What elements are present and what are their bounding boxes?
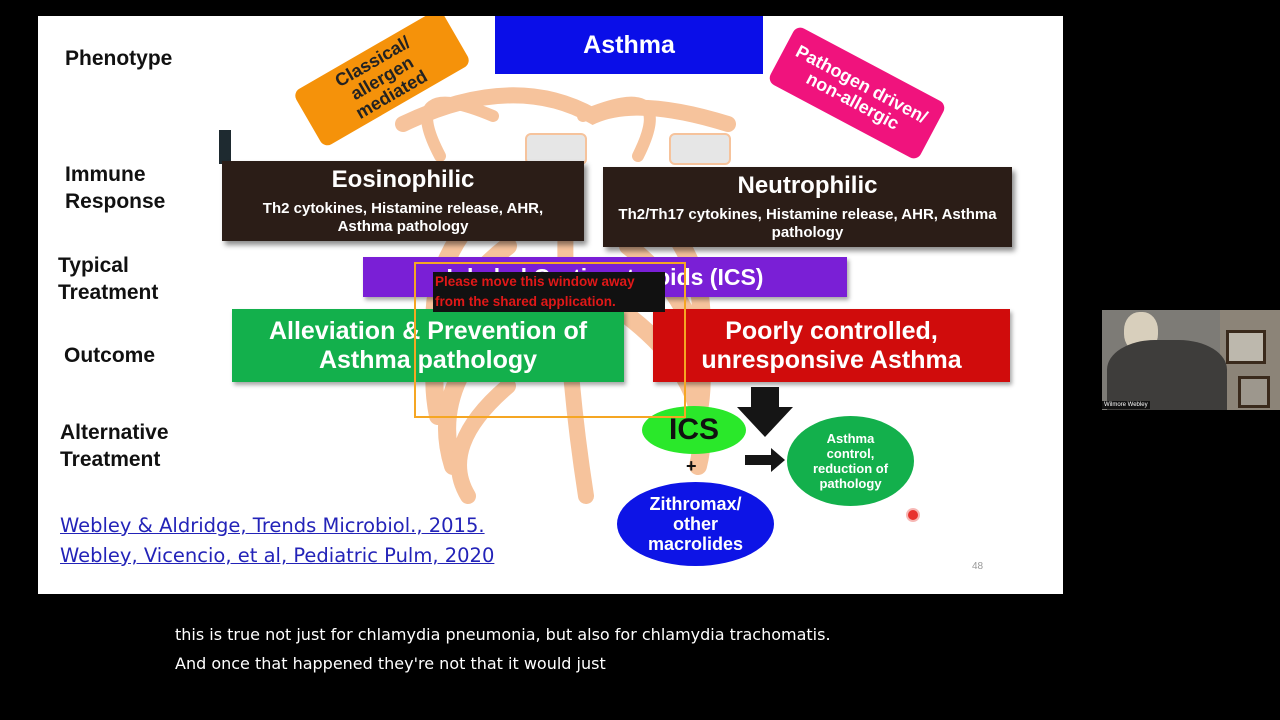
reference-link-2[interactable]: Webley, Vicencio, et al, Pediatric Pulm,… <box>60 544 495 567</box>
eosinophilic-description: Th2 cytokines, Histamine release, AHR, A… <box>262 200 544 235</box>
alternative-treatment-row-label: Alternative Treatment <box>60 421 169 471</box>
share-warning-message: Please move this window away from the sh… <box>433 272 665 312</box>
reference-link-1[interactable]: Webley & Aldridge, Trends Microbiol., 20… <box>60 514 485 537</box>
poor-outcome-box: Poorly controlled, unresponsive Asthma <box>653 309 1010 382</box>
asthma-header-box: Asthma <box>495 16 763 74</box>
poor-outcome-text: Poorly controlled, unresponsive Asthma <box>701 316 962 374</box>
good-outcome-text: Alleviation & Prevention of Asthma patho… <box>268 316 588 374</box>
plus-sign: + <box>686 456 697 476</box>
presentation-slide: Phenotype Immune Response Typical Treatm… <box>38 16 1063 594</box>
laser-pointer-dot <box>906 508 920 522</box>
immune-response-row-label: Immune Response <box>65 163 166 213</box>
caption-line-2: And once that happened they're not that … <box>175 654 606 673</box>
asthma-control-ellipse: Asthma control, reduction of pathology <box>787 416 914 506</box>
asthma-control-text: Asthma control, reduction of pathology <box>812 431 889 491</box>
eosinophilic-title: Eosinophilic <box>331 166 475 193</box>
good-outcome-box: Alleviation & Prevention of Asthma patho… <box>232 309 624 382</box>
cursor-marker <box>219 130 231 164</box>
participant-body-shape <box>1107 340 1227 410</box>
shared-window-outline <box>414 262 686 418</box>
neutrophilic-box: Neutrophilic Th2/Th17 cytokines, Histami… <box>603 167 1012 247</box>
typical-treatment-row-label: Typical Treatment <box>58 254 159 304</box>
participant-name-label: Wilmore Webley <box>1102 401 1150 409</box>
participant-video-tile[interactable]: Wilmore Webley <box>1102 310 1280 410</box>
ics-ellipse: ICS <box>642 406 746 454</box>
down-arrow-icon <box>737 387 793 437</box>
macrolides-ellipse: Zithromax/ other macrolides <box>617 482 774 566</box>
right-arrow-icon <box>745 448 785 472</box>
phenotype-row-label: Phenotype <box>65 47 173 70</box>
picture-frame-shape <box>1226 330 1266 364</box>
neutrophilic-title: Neutrophilic <box>737 172 878 199</box>
macrolides-text: Zithromax/ other macrolides <box>647 494 744 554</box>
caption-line-1: this is true not just for chlamydia pneu… <box>175 625 831 644</box>
eosinophilic-box: Eosinophilic Th2 cytokines, Histamine re… <box>222 161 584 241</box>
slide-page-number: 48 <box>972 561 984 572</box>
neutrophilic-description: Th2/Th17 cytokines, Histamine release, A… <box>618 206 997 241</box>
outcome-row-label: Outcome <box>64 344 156 367</box>
